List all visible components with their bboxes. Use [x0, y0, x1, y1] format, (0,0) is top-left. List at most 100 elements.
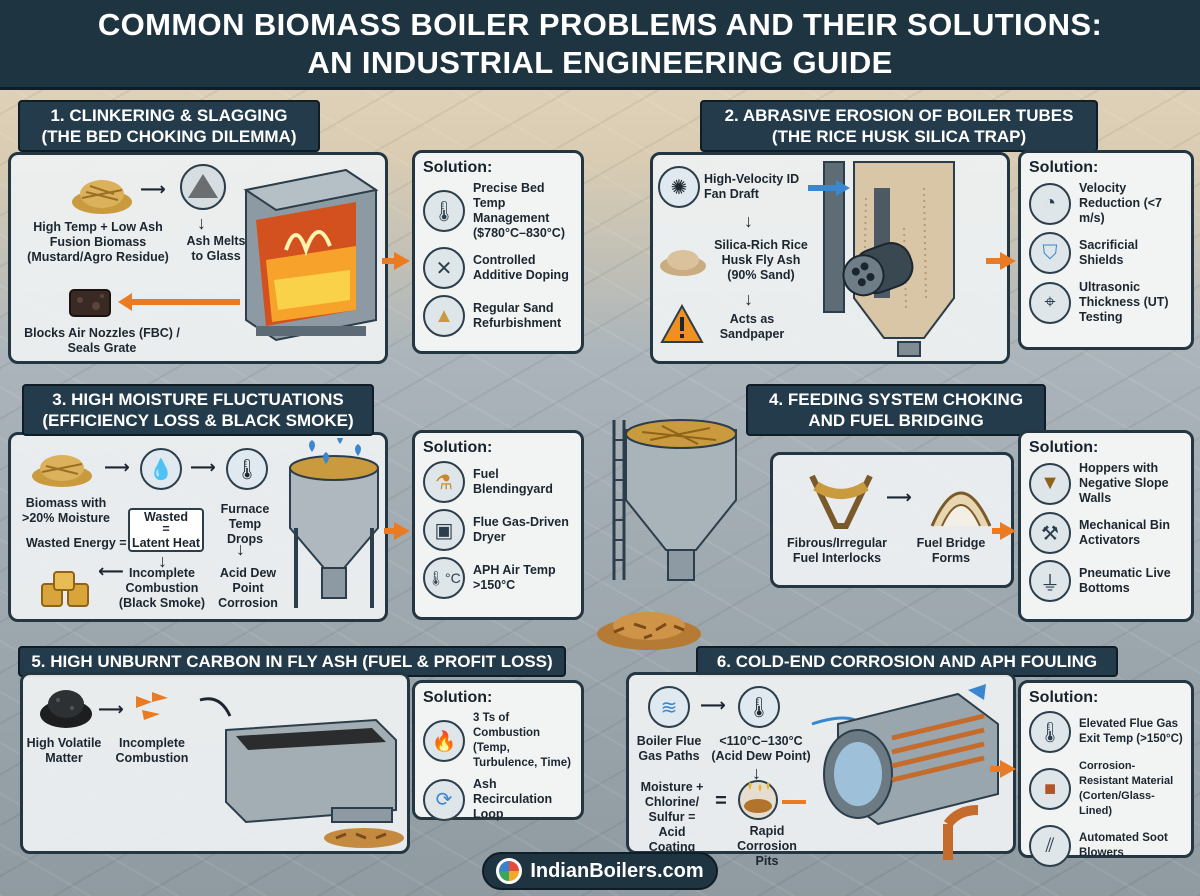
thermometer-c-icon: 🌡°C — [423, 557, 465, 599]
footer-brand-text: IndianBoilers.com — [530, 859, 704, 882]
flow-down-arrow-icon: ↓ — [236, 539, 245, 559]
s6-flow-flue-gas: Boiler Flue Gas Paths — [636, 734, 702, 763]
flow-down-arrow-icon: ↓ — [744, 289, 753, 309]
s6-flow-acid-coating: Moisture + Chlorine/ Sulfur = Acid Coati… — [640, 780, 704, 854]
smoking-fuel-icon — [41, 571, 89, 607]
air-preheater-illustration — [811, 684, 999, 860]
s2-solution-box: Solution: ◔Velocity Reduction (<7 m/s) ⛉… — [1018, 150, 1194, 350]
s2-solution-item: ⛉Sacrificial Shields — [1029, 232, 1183, 274]
s2-to-solution-arrow-bar — [986, 258, 1000, 264]
thermometer-icon: 🌡 — [423, 190, 465, 232]
s1-flow-ash-melts: Ash Melts to Glass — [186, 234, 246, 263]
thermometer-icon: 🌡 — [738, 686, 780, 728]
section1-title: 1. CLINKERING & SLAGGING (THE BED CHOKIN… — [18, 100, 320, 152]
s3-solution-item: ⚗Fuel Blendingyard — [423, 461, 573, 503]
s3-flow-equals: = — [162, 522, 170, 536]
s6-solution-item: 🌡Elevated Flue Gas Exit Temp (>150°C) — [1029, 711, 1183, 753]
s3-flow-incomplete-combustion: Incomplete Combustion (Black Smoke) — [118, 566, 206, 610]
page-title-line2: AN INDUSTRIAL ENGINEERING GUIDE — [307, 44, 893, 80]
fuel-hopper-illustration — [612, 419, 737, 581]
section2-title: 2. ABRASIVE EROSION OF BOILER TUBES (THE… — [700, 100, 1098, 152]
id-fan-icon: ✺ — [658, 166, 700, 208]
s5-solution-box: Solution: 🔥3 Ts of Combustion (Temp, Tur… — [412, 680, 584, 822]
dryer-icon: ▣ — [423, 509, 465, 551]
s3-flow-wasted-energy: Wasted Energy = — [26, 536, 127, 550]
flame-icon: 🔥 — [423, 720, 465, 762]
brand-logo-icon — [496, 858, 523, 884]
s6-to-solution-arrow-icon — [1000, 760, 1016, 778]
s1-solution-item: ▲Regular Sand Refurbishment — [423, 295, 573, 337]
ember-particles-icon — [136, 692, 168, 720]
s4-solution-item: ⏚Pneumatic Live Bottoms — [1029, 560, 1183, 602]
s4-solution-box: Solution: ▼Hoppers with Negative Slope W… — [1018, 430, 1194, 622]
s5-flow-incomplete: Incomplete Combustion — [115, 736, 189, 765]
fbc-furnace-illustration — [243, 168, 379, 342]
fly-ash-pile-icon — [660, 250, 706, 276]
ash-tray-illustration — [199, 697, 404, 848]
thermometer-icon: 🌡 — [1029, 711, 1071, 753]
s3-solution-heading: Solution: — [423, 439, 493, 456]
return-arrow-bar — [130, 299, 240, 305]
corrosion-pit-icon — [738, 780, 778, 820]
s5-solution-item: ⟳Ash Recirculation Loop — [423, 777, 573, 822]
section3-title: 3. HIGH MOISTURE FLUCTUATIONS (EFFICIENC… — [22, 384, 374, 436]
s1-flow-blocks-nozzles: Blocks Air Nozzles (FBC) / Seals Grate — [24, 326, 180, 355]
flow-left-arrow-icon: ⟵ — [98, 561, 124, 581]
s2-to-solution-arrow-icon — [1000, 252, 1016, 270]
water-drops-icon: 💧 — [140, 448, 182, 490]
latent-heat-box — [128, 508, 204, 552]
flow-arrow-icon: ⟶ — [190, 457, 216, 477]
s1-solution-item: 🌡Precise Bed Temp Management ($780°C–830… — [423, 181, 573, 241]
s1-to-solution-arrow-bar — [382, 258, 394, 264]
fuel-bridge-icon — [930, 491, 992, 527]
s4-solution-heading: Solution: — [1029, 439, 1099, 456]
s3-flow-latent-heat: Latent Heat — [131, 536, 201, 550]
recycle-icon: ⟳ — [423, 778, 465, 821]
plate-icon: ■ — [1029, 768, 1071, 810]
s6-solution-box: Solution: 🌡Elevated Flue Gas Exit Temp (… — [1018, 680, 1194, 867]
flow-arrow-icon: ⟶ — [886, 487, 912, 507]
s2-solution-item: ◔Velocity Reduction (<7 m/s) — [1029, 181, 1183, 226]
shield-icon: ⛉ — [1029, 232, 1071, 274]
s3-solution-box: Solution: ⚗Fuel Blendingyard ▣Flue Gas-D… — [412, 430, 584, 620]
flask-icon: ⚗ — [423, 461, 465, 503]
s6-solution-item: ■Corrosion-Resistant Material (Corten/Gl… — [1029, 759, 1183, 819]
flow-arrow-icon: ⟶ — [140, 179, 166, 199]
s5-solution-heading: Solution: — [423, 689, 493, 706]
ash-melt-icon — [180, 164, 226, 210]
gauge-icon: ◔ — [1029, 182, 1071, 225]
s4-flow-interlocks: Fibrous/Irregular Fuel Interlocks — [786, 536, 888, 565]
tools-icon: ✕ — [423, 247, 465, 289]
flow-down-arrow-icon: ↓ — [752, 763, 761, 783]
flow-down-arrow-icon: ↓ — [744, 211, 753, 231]
s2-flow-id-fan: High-Velocity ID Fan Draft — [704, 172, 800, 201]
s5-flow-volatile: High Volatile Matter — [26, 736, 102, 765]
sand-pile-icon: ▲ — [423, 295, 465, 337]
hopper-icon: ▼ — [1029, 462, 1071, 505]
s4-solution-item: ⚒Mechanical Bin Activators — [1029, 512, 1183, 554]
s1-flow-cause: High Temp + Low Ash Fusion Biomass (Must… — [27, 220, 169, 264]
s6-flow-equals: = — [715, 790, 727, 812]
thermometer-icon: 🌡 — [226, 448, 268, 490]
s2-solution-heading: Solution: — [1029, 159, 1099, 176]
fuel-interlock-icon — [809, 474, 873, 529]
warning-icon — [660, 304, 704, 343]
s6-solution-heading: Solution: — [1029, 689, 1099, 706]
section4-title: 4. FEEDING SYSTEM CHOKING AND FUEL BRIDG… — [746, 384, 1046, 436]
s4-solution-item: ▼Hoppers with Negative Slope Walls — [1029, 461, 1183, 506]
s3-flow-furnace-drops: Furnace Temp Drops — [220, 502, 270, 546]
s1-solution-heading: Solution: — [423, 159, 493, 176]
s2-flow-sandpaper: Acts as Sandpaper — [719, 312, 785, 341]
s6-solution-item: ⫽Automated Soot Blowers — [1029, 825, 1183, 867]
s4-to-solution-arrow-bar — [992, 528, 1000, 534]
s6-to-solution-arrow-bar — [990, 766, 1000, 772]
flow-down-arrow-icon: ↓ — [158, 551, 167, 571]
return-arrow-head-icon — [118, 293, 132, 311]
boiler-tube-duct-illustration — [823, 161, 955, 357]
clinker-block-icon — [69, 289, 111, 317]
pneumatic-icon: ⏚ — [1029, 560, 1071, 602]
footer-brand[interactable]: IndianBoilers.com — [482, 852, 718, 890]
s6-flow-corrosion-pits: Rapid Corrosion Pits — [737, 824, 797, 868]
s3-to-solution-arrow-icon — [394, 522, 410, 540]
